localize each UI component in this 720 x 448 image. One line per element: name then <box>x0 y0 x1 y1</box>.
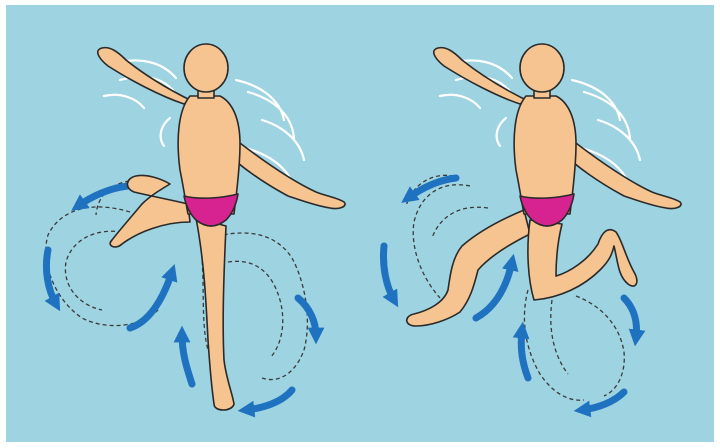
water-background <box>6 5 714 442</box>
